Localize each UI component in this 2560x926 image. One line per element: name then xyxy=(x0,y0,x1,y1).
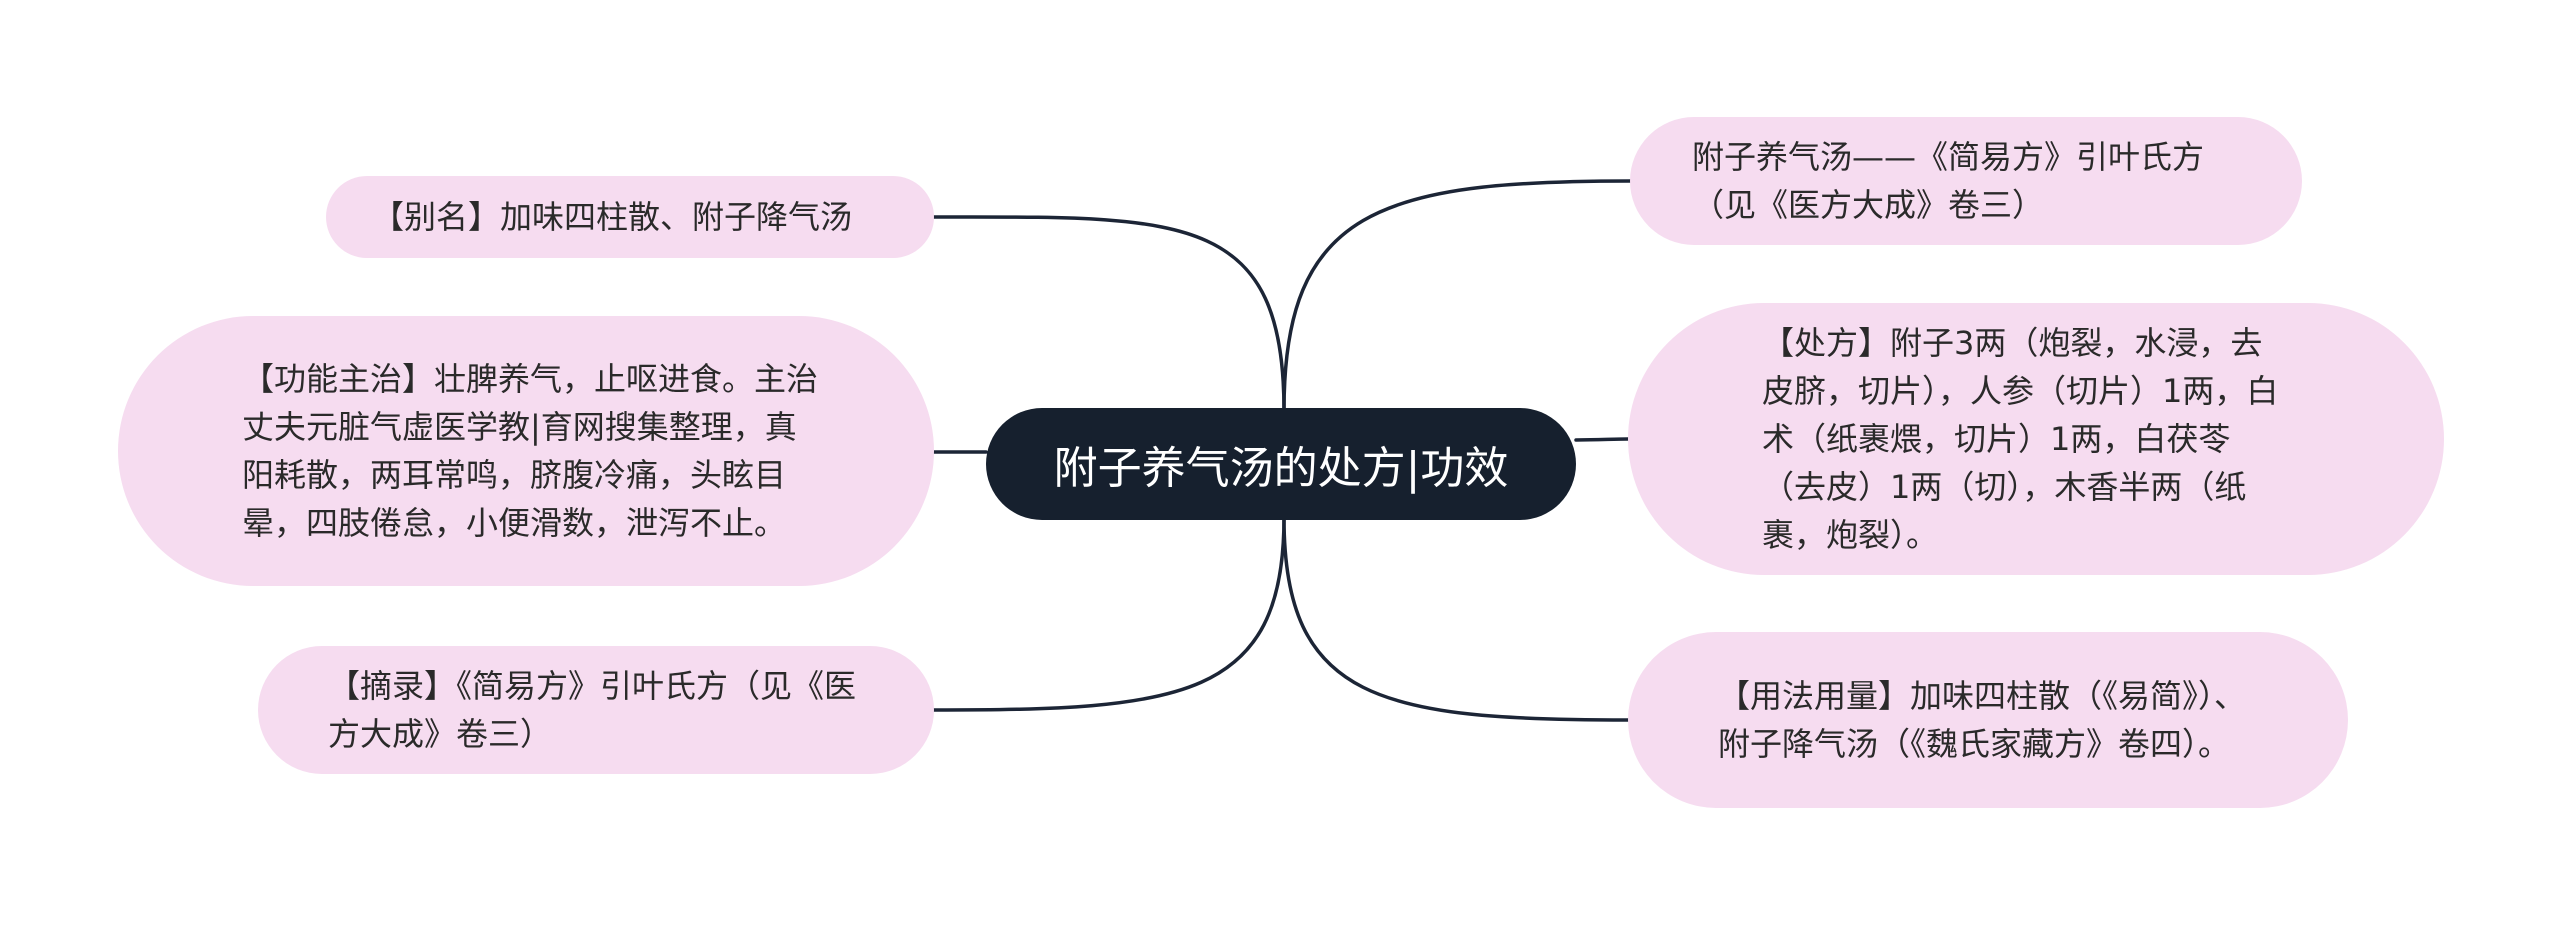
branch-prescription-text: 【处方】附子3两（炮裂，水浸，去皮脐，切片），人参（切片）1两，白术（纸裹煨，切… xyxy=(1762,324,2279,554)
branch-source[interactable]: 附子养气汤——《简易方》引叶氏方（见《医方大成》卷三） xyxy=(1630,117,2302,245)
branch-usage[interactable]: 【用法用量】加味四柱散（《易简》）、附子降气汤（《魏氏家藏方》卷四）。 xyxy=(1628,632,2348,808)
connector-alias xyxy=(932,215,1286,412)
connector-excerpt xyxy=(932,516,1286,712)
branch-alias-text: 【别名】加味四柱散、附子降气汤 xyxy=(372,198,853,236)
branch-excerpt-text: 【摘录】《简易方》引叶氏方（见《医方大成》卷三） xyxy=(328,667,857,753)
branch-usage-text: 【用法用量】加味四柱散（《易简》）、附子降气汤（《魏氏家藏方》卷四）。 xyxy=(1718,677,2247,763)
central-topic[interactable]: 附子养气汤的处方|功效 xyxy=(986,408,1576,520)
branch-prescription[interactable]: 【处方】附子3两（炮裂，水浸，去皮脐，切片），人参（切片）1两，白术（纸裹煨，切… xyxy=(1628,303,2444,575)
branch-excerpt[interactable]: 【摘录】《简易方》引叶氏方（见《医方大成》卷三） xyxy=(258,646,934,774)
connector-prescription xyxy=(1574,437,1630,442)
connector-source xyxy=(1282,179,1632,412)
branch-alias[interactable]: 【别名】加味四柱散、附子降气汤 xyxy=(326,176,934,258)
branch-function-text: 【功能主治】壮脾养气，止呕进食。主治丈夫元脏气虚医学教|育网搜集整理，真阳耗散，… xyxy=(242,360,819,542)
central-topic-label: 附子养气汤的处方|功效 xyxy=(1053,443,1509,494)
branch-source-text: 附子养气汤——《简易方》引叶氏方（见《医方大成》卷三） xyxy=(1692,138,2205,224)
branch-function[interactable]: 【功能主治】壮脾养气，止呕进食。主治丈夫元脏气虚医学教|育网搜集整理，真阳耗散，… xyxy=(118,316,934,586)
connector-usage xyxy=(1282,516,1630,722)
